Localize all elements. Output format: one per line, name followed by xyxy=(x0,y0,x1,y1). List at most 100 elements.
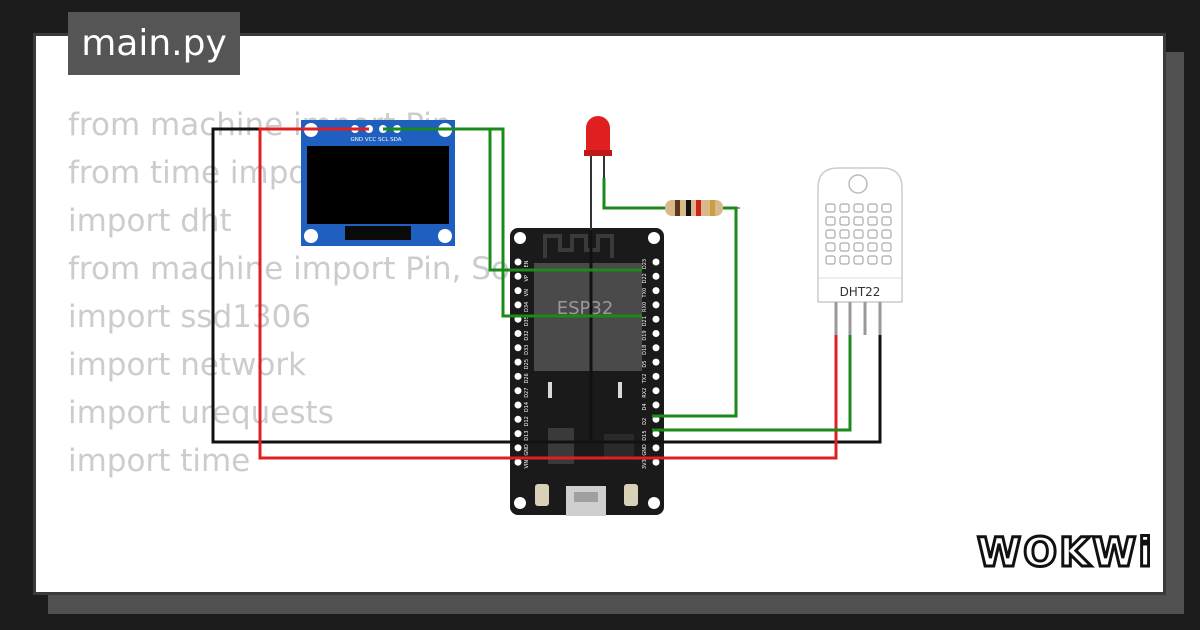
wire-green-sda xyxy=(397,127,642,318)
dht22-vent xyxy=(853,229,864,239)
esp32-pin-right[interactable] xyxy=(652,458,660,466)
esp32-pin-left[interactable] xyxy=(514,458,522,466)
esp32-pin-left[interactable] xyxy=(514,344,522,352)
dht22-vent xyxy=(867,229,878,239)
dht22-vent xyxy=(853,242,864,252)
esp32-pin-left[interactable] xyxy=(514,401,522,409)
esp32-pin-label: RX0 xyxy=(642,302,648,312)
esp32-pin-label: D14 xyxy=(524,402,530,412)
wokwi-logo: WOKWi xyxy=(976,529,1151,578)
esp32-pin-label: D21 xyxy=(642,316,648,326)
esp32-pin-right[interactable] xyxy=(652,387,660,395)
esp32-pin-label: 3V3 xyxy=(642,459,648,469)
dht22-vent xyxy=(839,255,850,265)
code-line: import network xyxy=(68,347,307,383)
esp32-pin-label: D23 xyxy=(642,259,648,269)
dht22-vent xyxy=(825,242,836,252)
esp32-pin-right[interactable] xyxy=(652,372,660,380)
esp32-pin-left[interactable] xyxy=(514,387,522,395)
esp32-pin-label: D2 xyxy=(642,418,648,425)
esp32-pin-right[interactable] xyxy=(652,330,660,337)
esp32-label: ESP32 xyxy=(557,298,614,319)
esp32-pin-label: D12 xyxy=(524,416,530,426)
esp32-pin-right[interactable] xyxy=(652,401,660,409)
esp32-pin-left[interactable] xyxy=(514,358,522,366)
dht22-label: DHT22 xyxy=(840,285,881,299)
dht22-vent xyxy=(839,229,850,239)
esp32-pin-label: VN xyxy=(524,289,530,296)
wire-green-led xyxy=(602,178,665,210)
file-tab[interactable]: main.py xyxy=(68,12,240,75)
esp32-pin-label: D25 xyxy=(524,359,530,369)
esp32-pin-left[interactable] xyxy=(514,444,522,452)
code-line: import dht xyxy=(68,203,232,239)
esp32-pin-right[interactable] xyxy=(652,258,660,266)
esp32-pin-label: D35 xyxy=(524,316,530,326)
esp32-pin-right[interactable] xyxy=(652,315,660,323)
dht22-vent xyxy=(867,255,878,265)
wires[interactable] xyxy=(211,127,882,460)
esp32-pin-right[interactable] xyxy=(652,358,660,366)
dht22-vent xyxy=(839,242,850,252)
esp32-pin-label: D5 xyxy=(642,361,648,368)
oled-pin-labels: GND VCC SCL SDA xyxy=(350,137,401,143)
dht22-vent xyxy=(881,216,892,226)
dht22-sensor[interactable] xyxy=(817,167,903,335)
dht22-vent xyxy=(825,216,836,226)
esp32-pin-label: D13 xyxy=(524,430,530,440)
esp32-pin-label: TX2 xyxy=(642,374,648,385)
esp32-pin-label: D27 xyxy=(524,388,530,398)
esp32-pin-label: D32 xyxy=(524,330,530,340)
dht22-vent xyxy=(867,242,878,252)
wire-red-vcc xyxy=(258,127,838,460)
esp32-pin-label: D18 xyxy=(642,345,648,355)
wire-green-resistor xyxy=(652,206,738,418)
dht22-vent xyxy=(881,255,892,265)
esp32-pin-left[interactable] xyxy=(514,415,522,423)
esp32-pin-label: TX0 xyxy=(642,288,648,299)
code-line: import urequests xyxy=(68,395,334,431)
esp32-pin-left[interactable] xyxy=(514,372,522,380)
esp32-pin-label: GND xyxy=(524,444,530,456)
esp32-pin-left[interactable] xyxy=(514,301,522,309)
esp32-pin-right[interactable] xyxy=(652,415,660,423)
esp32-pin-label: D34 xyxy=(524,302,530,312)
wokwi-logo-text: WOKWi xyxy=(977,530,1150,576)
dht22-vent xyxy=(839,203,850,213)
esp32-pin-left[interactable] xyxy=(514,287,522,295)
esp32-pin-label: D22 xyxy=(642,273,648,283)
esp32-pin-label: D26 xyxy=(524,373,530,383)
wire-green-dht xyxy=(652,335,852,432)
esp32-pin-right[interactable] xyxy=(652,287,660,295)
code-line: import time xyxy=(68,443,251,479)
esp32-pin-right[interactable] xyxy=(652,444,660,452)
dht22-vent xyxy=(853,216,864,226)
dht22-vent xyxy=(853,203,864,213)
oled-display[interactable] xyxy=(301,120,455,246)
dht22-vent xyxy=(881,242,892,252)
dht22-vent xyxy=(825,203,836,213)
esp32-pin-label: D4 xyxy=(642,403,648,410)
dht22-vent xyxy=(825,255,836,265)
esp32-pin-left[interactable] xyxy=(514,258,522,266)
dht22-vent xyxy=(853,255,864,265)
dht22-vent xyxy=(867,216,878,226)
esp32-pin-left[interactable] xyxy=(514,430,522,438)
esp32-pin-label: D15 xyxy=(642,430,648,440)
esp32-pin-left[interactable] xyxy=(514,330,522,337)
esp32-pin-label: EN xyxy=(524,260,530,267)
esp32-pin-right[interactable] xyxy=(652,272,660,280)
esp32-pin-label: D19 xyxy=(642,330,648,340)
esp32-pin-right[interactable] xyxy=(652,344,660,352)
dht22-vent xyxy=(825,229,836,239)
esp32-pin-right[interactable] xyxy=(652,301,660,309)
dht22-vent xyxy=(867,203,878,213)
esp32-pin-label: D33 xyxy=(524,345,530,355)
red-led[interactable] xyxy=(584,116,612,230)
esp32-pin-label: GND xyxy=(642,444,648,456)
code-line: import ssd1306 xyxy=(68,299,312,335)
esp32-pin-right[interactable] xyxy=(652,430,660,438)
esp32-pin-label: VP xyxy=(524,275,530,281)
esp32-pin-left[interactable] xyxy=(514,272,522,280)
